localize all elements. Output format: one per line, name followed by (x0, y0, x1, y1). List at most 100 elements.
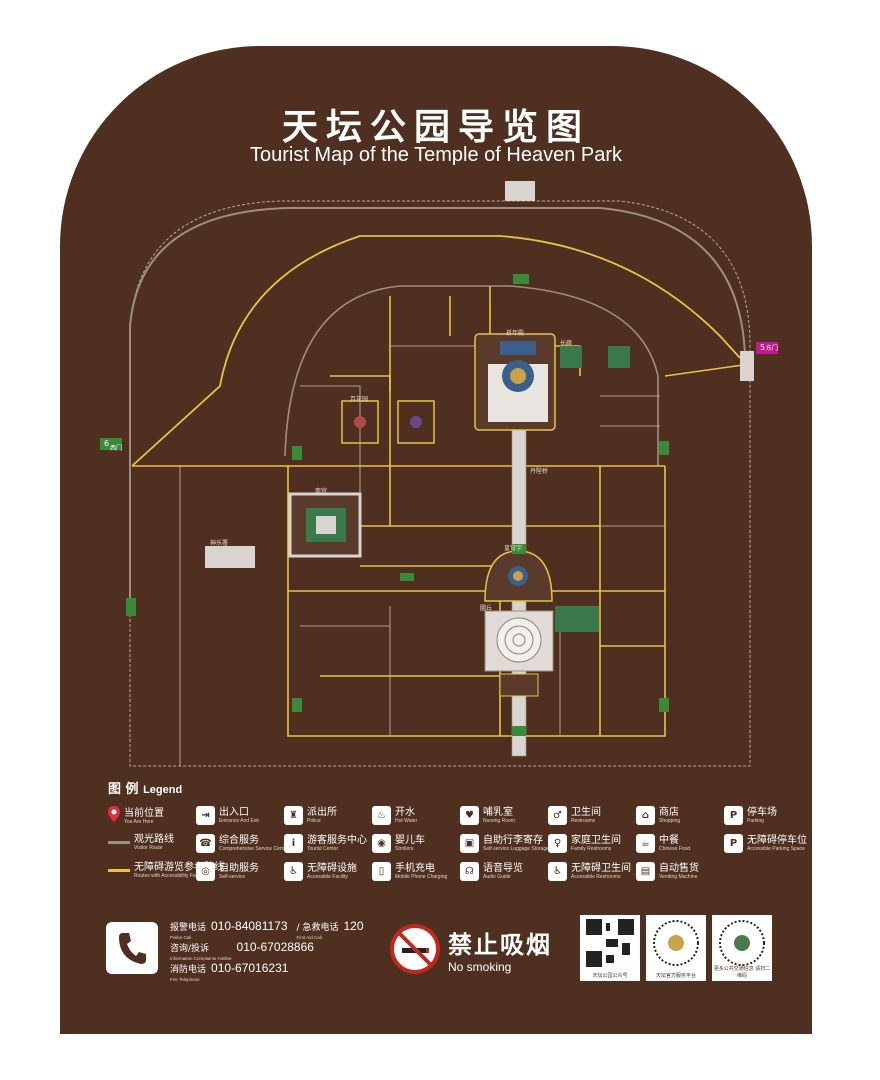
legend-label-en: Mobile Phone Charging (395, 874, 448, 880)
legend-label-en: Entrance And Exit (219, 818, 259, 824)
hotline-firstaid-label: 急救电话 (302, 923, 339, 933)
legend-label: 语音导览 (483, 863, 523, 874)
hotline-fire-label-en: Fire Telephone (170, 977, 200, 982)
qr-caption-transit: 更多公共交通信息 请扫二维码 (713, 966, 771, 979)
phone-charging-icon: ▯ (372, 862, 391, 881)
qr-caption-wechat: 天坛公园公众号 (592, 973, 628, 979)
legend-label-en: Family Restrooms (571, 846, 612, 852)
family-restroom-icon: ♀ (548, 834, 567, 853)
qr-code-transit[interactable]: 更多公共交通信息 请扫二维码 (712, 915, 772, 981)
legend-label-en: Self-service Luggage Storage (483, 846, 549, 852)
label-danbi: 丹陛桥 (530, 468, 549, 475)
yuanqiu-complex (484, 610, 554, 697)
legend-label-en: Accessible Parking Space (747, 846, 805, 852)
legend-label-en: Routes with Accessibility Facilities (134, 873, 210, 879)
legend-label: 派出所 (307, 807, 337, 818)
east-gate-label: 东门 (766, 345, 779, 352)
label-zhaigong: 斋宫 (315, 488, 328, 495)
luggage-icon: ▣ (460, 834, 479, 853)
stroller-icon: ◉ (372, 834, 391, 853)
no-smoking-zh: 禁止吸烟 (448, 930, 552, 959)
audio-guide-icon: ☊ (460, 862, 479, 881)
chinese-food-icon: ☕ (636, 834, 655, 853)
legend-label: 哺乳室 (483, 807, 513, 818)
legend-label: 手机充电 (395, 863, 435, 874)
accessible-parking-icon: P (724, 834, 743, 853)
self-service-icon: ◎ (196, 862, 215, 881)
qr-pattern-icon (586, 919, 634, 967)
hotline-police-label: 报警电话 (170, 923, 207, 933)
legend-label-en: Tourist Center (307, 846, 339, 852)
east-building-1 (560, 346, 582, 368)
hotline-info-number[interactable]: 010-67028866 (236, 940, 314, 954)
legend-label: 婴儿车 (395, 835, 425, 846)
legend-label-en: Visitor Route (134, 845, 163, 851)
service-center-icon: ☎ (196, 834, 215, 853)
legend-label-en: Audio Guide (483, 874, 511, 880)
legend-label: 中餐 (659, 835, 679, 846)
hotline-fire-number[interactable]: 010-67016231 (211, 961, 289, 975)
no-smoking-sign: 禁止吸烟 No smoking (390, 924, 552, 974)
legend-label-en: Self-service (219, 874, 246, 880)
qinian-complex (474, 333, 556, 431)
qr-code-wechat[interactable]: 天坛公园公众号 (580, 915, 640, 981)
legend-label-en: Chinese Food (659, 846, 691, 852)
secondary-paths (179, 345, 665, 766)
accessible-route-outer (131, 235, 741, 467)
baihua-garden (341, 400, 379, 444)
legend-label: 家庭卫生间 (571, 835, 621, 846)
hotline-police-number[interactable]: 010-84081173 (211, 919, 288, 933)
hot-water-icon: ♨ (372, 806, 391, 825)
visitor-route-outer (129, 207, 746, 616)
hotline-police-label-en: Police Call (170, 935, 192, 940)
label-yuanqiu: 圜丘 (480, 605, 493, 612)
label-shenyue: 神乐署 (210, 540, 229, 547)
legend-label: 自助行李寄存 (483, 835, 543, 846)
zhaigong-complex (288, 492, 362, 558)
label-qinian: 祈年殿 (506, 330, 525, 337)
legend-label: 商店 (659, 807, 679, 818)
hotline-info-label-en: Information Complaints Hotline (170, 956, 232, 961)
east-building-2 (608, 346, 630, 368)
hotline-firstaid-number[interactable]: 120 (343, 919, 364, 933)
legend-label-en: Nursing Room (483, 818, 515, 824)
legend-title-en: Legend (143, 784, 183, 796)
shenyue-building (205, 546, 255, 568)
legend-label-en: Parking (747, 818, 764, 824)
qr-caption-service: 天坛官方服务平台 (655, 973, 696, 979)
accessible-route-line (108, 869, 130, 872)
accessible-restroom-icon: ♿ (548, 862, 567, 881)
hotline-firstaid-label-en: First Aid Call (296, 935, 322, 940)
legend-label-en: Accessible Restrooms (571, 874, 621, 880)
park-map[interactable] (60, 46, 812, 1034)
qr-pattern-icon (653, 920, 699, 966)
legend-label: 开水 (395, 807, 415, 818)
legend-label: 综合服务 (219, 835, 259, 846)
parking-icon: P (724, 806, 743, 825)
qr-pattern-icon (719, 920, 765, 966)
east-gate-number: 5 (760, 343, 766, 352)
legend-label: 无障碍游览参考路线 (134, 862, 224, 873)
legend-label: 自动售货 (659, 863, 699, 874)
police-icon: ♜ (284, 806, 303, 825)
qr-code-service[interactable]: 天坛官方服务平台 (646, 915, 706, 981)
legend-label: 游客服务中心 (307, 835, 367, 846)
legend-label: 出入口 (219, 807, 249, 818)
legend-label-en: Strollers (395, 846, 414, 852)
visitor-route-line (108, 841, 130, 844)
restroom-icon: ♂ (548, 806, 567, 825)
west-gate-label: 西门 (110, 445, 123, 452)
